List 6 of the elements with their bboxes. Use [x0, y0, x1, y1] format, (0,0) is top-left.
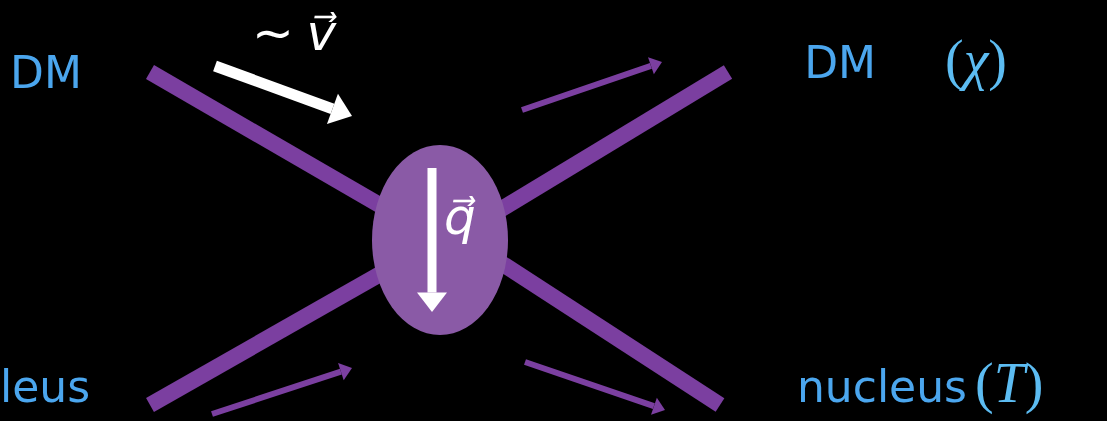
- math-label: q⃗: [444, 192, 476, 242]
- particle-label: nucleus: [796, 365, 967, 409]
- particle-label: leus: [0, 365, 91, 409]
- particle-label: DM: [804, 41, 876, 85]
- math-label: ∼ v⃗: [252, 8, 336, 58]
- particle-label: DM: [10, 50, 82, 95]
